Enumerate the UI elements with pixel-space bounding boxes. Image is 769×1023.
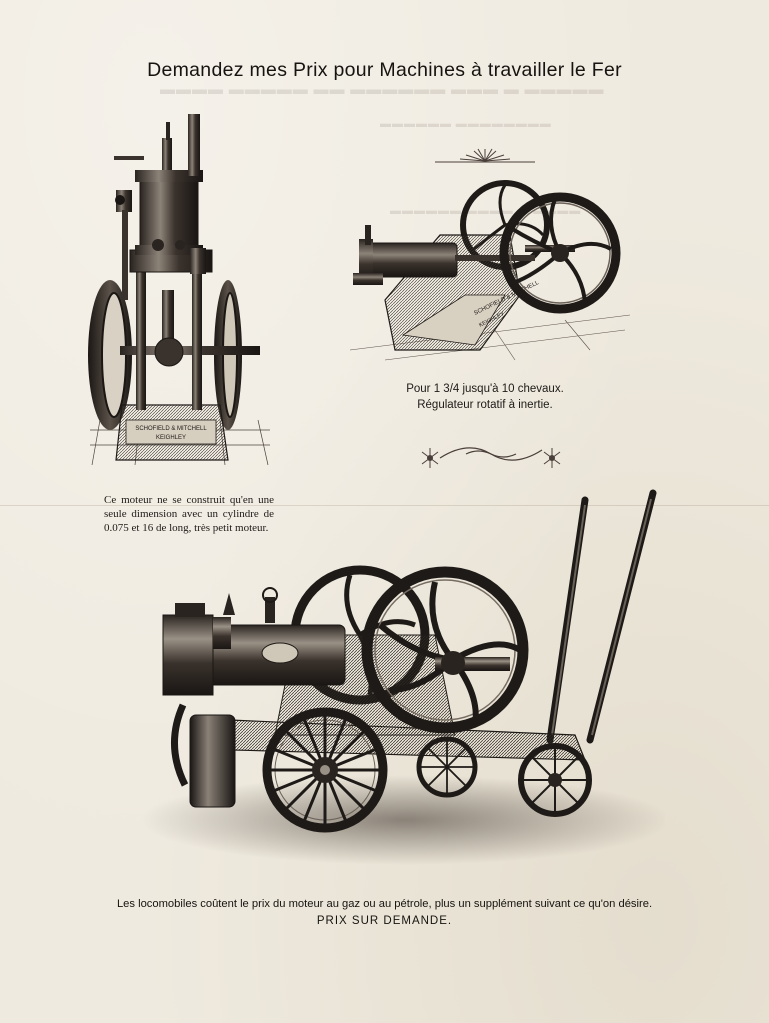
show-through-text: ▬▬▬▬▬▬ ▬▬▬▬▬▬▬▬ (380, 118, 552, 130)
price-on-request: PRIX SUR DEMANDE. (316, 915, 453, 927)
horizontal-engine-caption-line1: Pour 1 3/4 jusqu'à 10 chevaux. (406, 383, 564, 395)
vertical-engine-maker-town: KEIGHLEY (156, 435, 186, 441)
locomobile-price-note: Les locomobiles coûtent le prix du moteu… (116, 898, 653, 910)
paper-fold (0, 505, 769, 506)
front-wheel (262, 707, 388, 833)
ornament-fleuron-top (435, 148, 535, 163)
vertical-engine-illustration: SCHOFIELD & MITCHELL KEIGHLEY (88, 114, 270, 466)
locomobile-illustration (140, 489, 665, 865)
horizontal-engine-illustration: SCHOFIELD & MITCHELL KEIGHLEY (349, 180, 631, 361)
page-title: Demandez mes Prix pour Machines à travai… (147, 59, 622, 81)
show-through-text: ▬▬▬▬ ▬▬▬▬▬ ▬▬ ▬▬▬▬▬▬ ▬▬▬ ▬ ▬▬▬▬▬ (160, 82, 605, 98)
vertical-engine-maker-plate: SCHOFIELD & MITCHELL (135, 426, 207, 432)
ornament-scroll-middle (421, 447, 561, 468)
small-rear-wheel (518, 743, 592, 817)
horizontal-engine-caption-line2: Régulateur rotatif à inertie. (417, 399, 553, 411)
vertical-engine-caption: Ce moteur ne se construit qu'en une seul… (104, 494, 274, 534)
